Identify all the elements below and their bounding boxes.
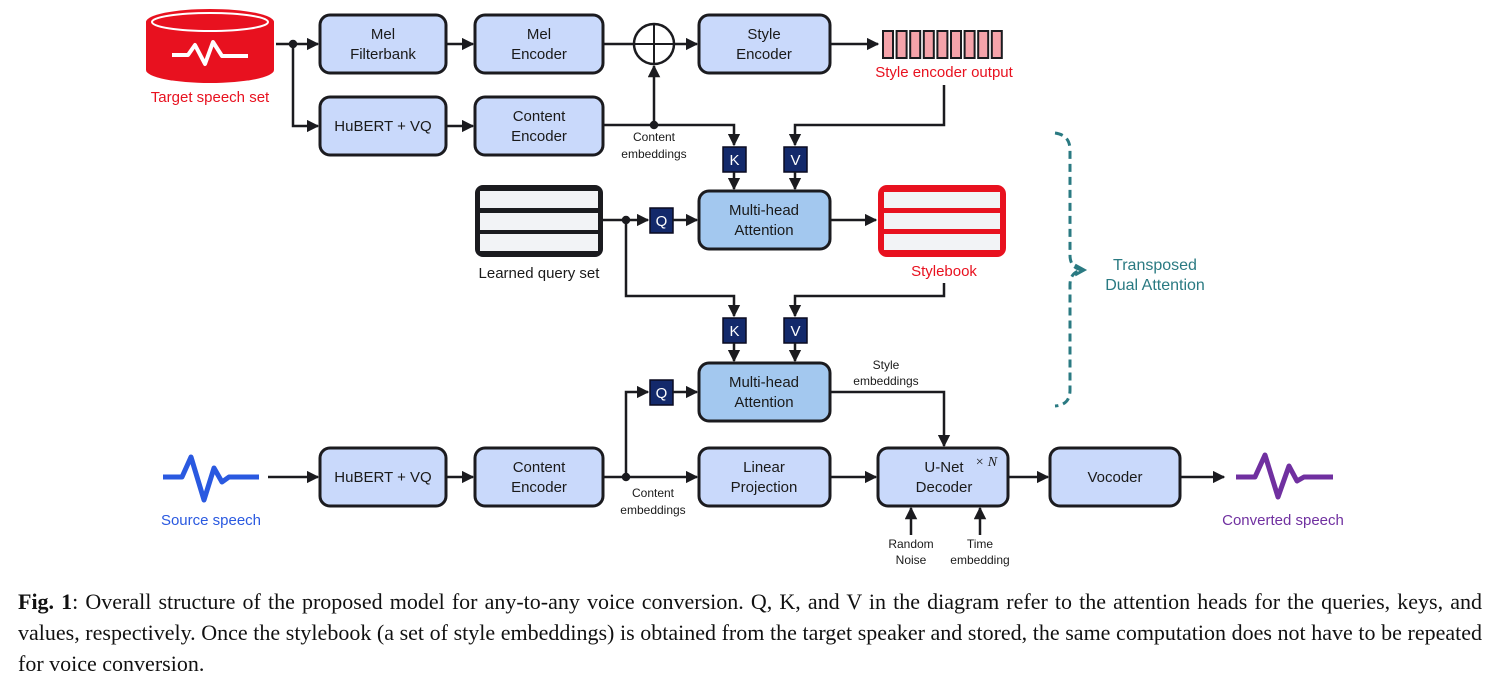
figure-caption: Fig. 1: Overall structure of the propose…: [18, 586, 1482, 679]
linear-projection-line-2: Projection: [731, 479, 798, 496]
content-embeddings-top-line-1: Content: [633, 130, 676, 144]
content-encoder-top-line-1: Content: [513, 108, 566, 125]
learned-query-set-label: Learned query set: [479, 265, 601, 282]
value-head-bottom: V: [783, 317, 808, 344]
mel-filterbank-block: Mel Filterbank: [318, 13, 448, 75]
style-output-cell: [909, 30, 922, 59]
key-head-top-label: K: [729, 152, 739, 169]
brace-tip: [1074, 263, 1088, 277]
style-encoder-line-1: Style: [747, 26, 780, 43]
query-head-top: Q: [649, 207, 674, 234]
style-output-cell: [882, 30, 894, 59]
figure-label: Fig. 1: [18, 589, 73, 614]
hubert-vq-bottom-label: HuBERT + VQ: [334, 469, 431, 486]
query-head-bottom: Q: [649, 379, 674, 406]
stylebook-icon: [878, 185, 1006, 257]
style-embeddings-line-1: Style: [873, 358, 900, 372]
query-head-top-label: Q: [656, 213, 668, 230]
dashed-brace-icon: [1054, 131, 1083, 408]
content-embeddings-bottom-line-1: Content: [632, 486, 675, 500]
linear-projection-block: Linear Projection: [697, 446, 832, 508]
caption-text: : Overall structure of the proposed mode…: [18, 589, 1482, 676]
key-head-bottom-label: K: [729, 323, 739, 340]
mel-filterbank-line-2: Filterbank: [350, 46, 416, 63]
style-encoder-line-2: Encoder: [736, 46, 792, 63]
hubert-vq-top-block: HuBERT + VQ: [318, 95, 448, 157]
stylebook-label: Stylebook: [911, 263, 977, 280]
style-output-cell: [936, 30, 949, 59]
content-encoder-bottom-line-1: Content: [513, 459, 566, 476]
architecture-diagram: Target speech set Mel Filterbank Mel Enc…: [146, 9, 1344, 567]
connector: [788, 85, 946, 147]
time-embedding-line-2: embedding: [950, 553, 1009, 567]
value-head-top-label: V: [790, 152, 800, 169]
random-noise-line-2: Noise: [896, 553, 927, 567]
mel-encoder-line-2: Encoder: [511, 46, 567, 63]
unet-decoder-line-1: U-Net: [924, 459, 964, 476]
mha-bottom-line-1: Multi-head: [729, 374, 799, 391]
random-noise-line-1: Random: [888, 537, 933, 551]
connector: [603, 213, 741, 318]
style-output-cell: [990, 30, 1003, 59]
style-output-cell: [977, 30, 990, 59]
time-embedding-line-1: Time: [967, 537, 994, 551]
content-encoder-top-line-2: Encoder: [511, 128, 567, 145]
multi-head-attention-bottom-block: Multi-head Attention: [697, 361, 832, 423]
target-speech-label: Target speech set: [151, 89, 270, 106]
circle-plus-icon: [632, 22, 676, 66]
vocoder-block: Vocoder: [1048, 446, 1182, 508]
query-head-bottom-label: Q: [656, 385, 668, 402]
hubert-vq-top-label: HuBERT + VQ: [334, 118, 431, 135]
target-speech-database-icon: [146, 9, 274, 83]
connector: [788, 283, 946, 318]
mel-encoder-block: Mel Encoder: [473, 13, 605, 75]
style-output-cell: [895, 30, 908, 59]
connector: [830, 390, 951, 448]
connector: [603, 64, 741, 147]
content-encoder-bottom-block: Content Encoder: [473, 446, 605, 508]
source-speech-waveform-icon: [163, 454, 259, 503]
converted-speech-label: Converted speech: [1222, 512, 1344, 529]
style-encoder-output: [882, 30, 1003, 59]
style-output-cell: [950, 30, 962, 59]
linear-projection-line-1: Linear: [743, 459, 785, 476]
style-embeddings-line-2: embeddings: [853, 374, 918, 388]
mha-bottom-line-2: Attention: [734, 394, 793, 411]
mha-top-line-2: Attention: [734, 222, 793, 239]
content-embeddings-top-line-2: embeddings: [621, 147, 686, 161]
hubert-vq-bottom-block: HuBERT + VQ: [318, 446, 448, 508]
vocoder-label: Vocoder: [1087, 469, 1142, 486]
mel-filterbank-line-1: Mel: [371, 26, 395, 43]
transposed-dual-attention-line-1: Transposed: [1113, 257, 1197, 274]
content-encoder-bottom-line-2: Encoder: [511, 479, 567, 496]
value-head-top: V: [783, 146, 808, 173]
unet-decoder-line-2: Decoder: [916, 479, 973, 496]
key-head-bottom: K: [722, 317, 747, 344]
connector: [276, 37, 320, 133]
style-encoder-block: Style Encoder: [697, 13, 832, 75]
converted-speech-waveform-icon: [1236, 452, 1333, 500]
mel-encoder-line-1: Mel: [527, 26, 551, 43]
source-speech-label: Source speech: [161, 512, 261, 529]
learned-query-set-icon: [475, 185, 603, 257]
content-encoder-top-block: Content Encoder: [473, 95, 605, 157]
unet-decoder-block: U-Net Decoder × N: [876, 446, 1010, 508]
multi-head-attention-top-block: Multi-head Attention: [697, 189, 832, 251]
connector: [603, 385, 699, 484]
style-output-cell: [922, 30, 935, 59]
value-head-bottom-label: V: [790, 323, 800, 340]
unet-repeat-label: × N: [975, 455, 998, 470]
content-embeddings-bottom-line-2: embeddings: [620, 503, 685, 517]
key-head-top: K: [722, 146, 747, 173]
mha-top-line-1: Multi-head: [729, 202, 799, 219]
style-encoder-output-label: Style encoder output: [875, 64, 1013, 81]
transposed-dual-attention-line-2: Dual Attention: [1105, 277, 1205, 294]
style-output-cell: [963, 30, 976, 59]
